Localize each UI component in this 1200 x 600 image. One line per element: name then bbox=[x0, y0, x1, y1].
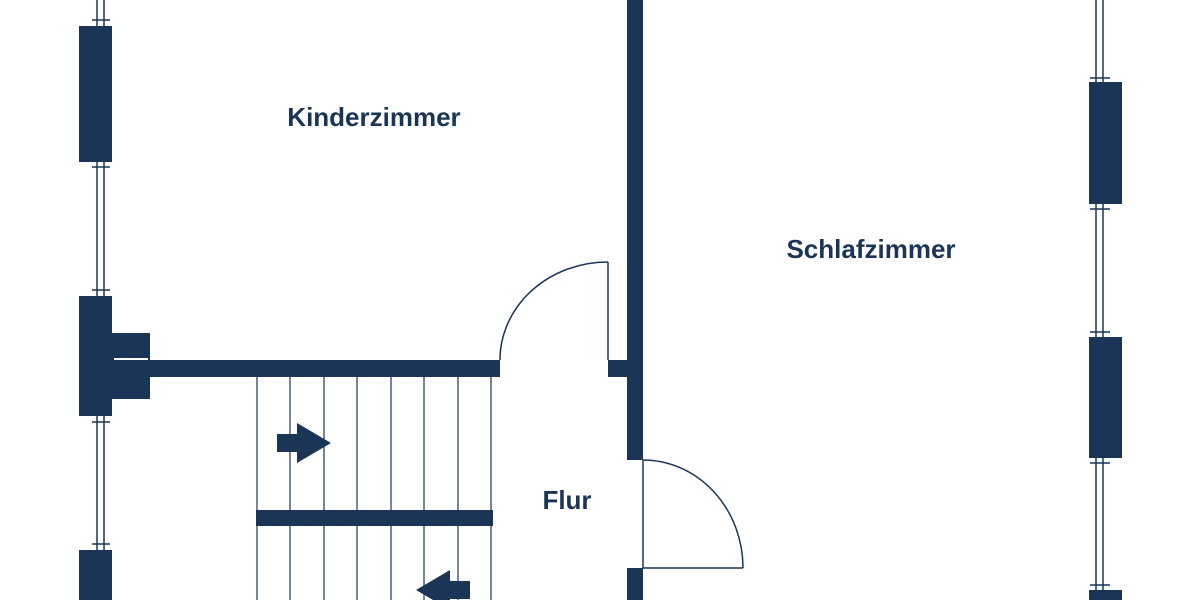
right-wall-pillar bbox=[1089, 337, 1122, 458]
kinderzimmer-door bbox=[499, 261, 609, 361]
right-exterior-wall bbox=[1089, 0, 1122, 600]
left-wall-pillar bbox=[79, 26, 112, 162]
left-exterior-wall bbox=[79, 0, 150, 600]
right-wall-pillar bbox=[1089, 590, 1122, 600]
room-label-schlafzimmer: Schlafzimmer bbox=[786, 234, 955, 264]
central-wall-lower bbox=[627, 568, 643, 600]
central-wall-middle bbox=[627, 377, 643, 460]
room-label-flur: Flur bbox=[542, 485, 591, 515]
central-wall bbox=[608, 0, 643, 600]
chimney-block bbox=[112, 333, 150, 399]
door-swing-arc bbox=[642, 459, 744, 569]
kinderzimmer-south-wall bbox=[148, 360, 500, 377]
stair-divider bbox=[256, 510, 493, 526]
left-window-sills bbox=[92, 19, 110, 545]
right-wall-pillar bbox=[1089, 82, 1122, 204]
central-wall-upper bbox=[627, 0, 643, 377]
room-label-kinderzimmer: Kinderzimmer bbox=[287, 102, 460, 132]
schlafzimmer-door bbox=[642, 459, 744, 569]
chimney-gap bbox=[114, 358, 148, 360]
staircase bbox=[256, 377, 493, 600]
central-wall-stub bbox=[608, 360, 628, 377]
left-wall-pillar bbox=[79, 296, 112, 416]
left-wall-pillar bbox=[79, 550, 112, 600]
stair-arrow-right-icon bbox=[277, 423, 331, 463]
stair-arrow-left-icon bbox=[416, 570, 470, 600]
door-swing-arc bbox=[499, 261, 609, 361]
